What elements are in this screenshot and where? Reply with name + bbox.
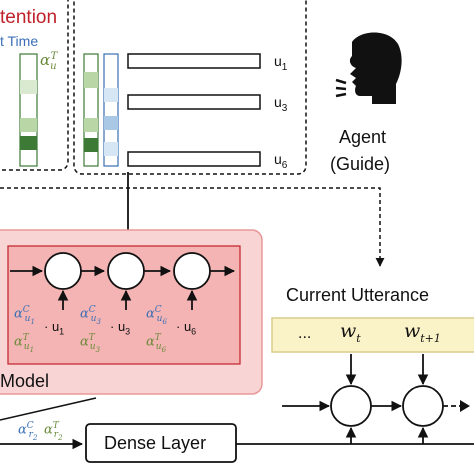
attention-bar-blue [103, 53, 119, 167]
rnn-node-1 [44, 252, 82, 290]
attention-title: tention [0, 7, 58, 28]
utterance-box-6 [127, 151, 261, 167]
rnn-node-3 [173, 252, 211, 290]
decoder-node-1 [330, 385, 372, 427]
ellipsis-left: ... [298, 325, 312, 342]
word-wt1: wt+1 [404, 320, 441, 345]
utterance-label-3: u3 [274, 94, 288, 114]
dense-layer-box [85, 423, 237, 463]
word-wt: wt [340, 320, 361, 345]
dense-layer-label: Dense Layer [104, 433, 207, 453]
alpha-c-u3: αCu3 [80, 305, 101, 326]
alpha-c-u1: αCu1 [14, 305, 35, 326]
alpha-t-r2: αTr2 [44, 421, 63, 442]
utterance-label-6: u6 [274, 151, 288, 171]
alpha-t-u1: αTu1 [14, 333, 35, 354]
dot-u6: · u6 [176, 319, 197, 337]
utterance-box-3 [127, 94, 261, 110]
attention-bar-green [83, 53, 99, 167]
decoder-node-2 [402, 385, 444, 427]
alpha-c-r2: αCr2 [18, 421, 38, 442]
utterance-selection-box [73, 0, 307, 175]
current-utterance-label: Current Utterance [286, 285, 430, 305]
utterance-label-1: u1 [274, 53, 288, 73]
rnn-node-2 [107, 252, 145, 290]
time-label: t Time [0, 33, 39, 49]
alpha-top-label: αuT [40, 51, 58, 72]
dot-u1: · u1 [44, 319, 65, 337]
model-label: Model [0, 371, 50, 391]
attention-bar-left [19, 53, 38, 167]
alpha-t-u6: αTu6 [146, 333, 167, 354]
utterance-box-1 [127, 53, 261, 69]
alpha-t-u3: αTu3 [80, 333, 101, 354]
alpha-c-u6: αCu6 [146, 305, 167, 326]
dashed-guide-arrow [0, 187, 385, 267]
agent-head-icon [335, 32, 402, 104]
agent-label: Agent [339, 127, 387, 147]
dot-u3: · u3 [110, 319, 131, 337]
current-utterance-box [271, 317, 474, 353]
attention-box [0, 0, 69, 171]
agent-guide-label: (Guide) [330, 154, 391, 174]
